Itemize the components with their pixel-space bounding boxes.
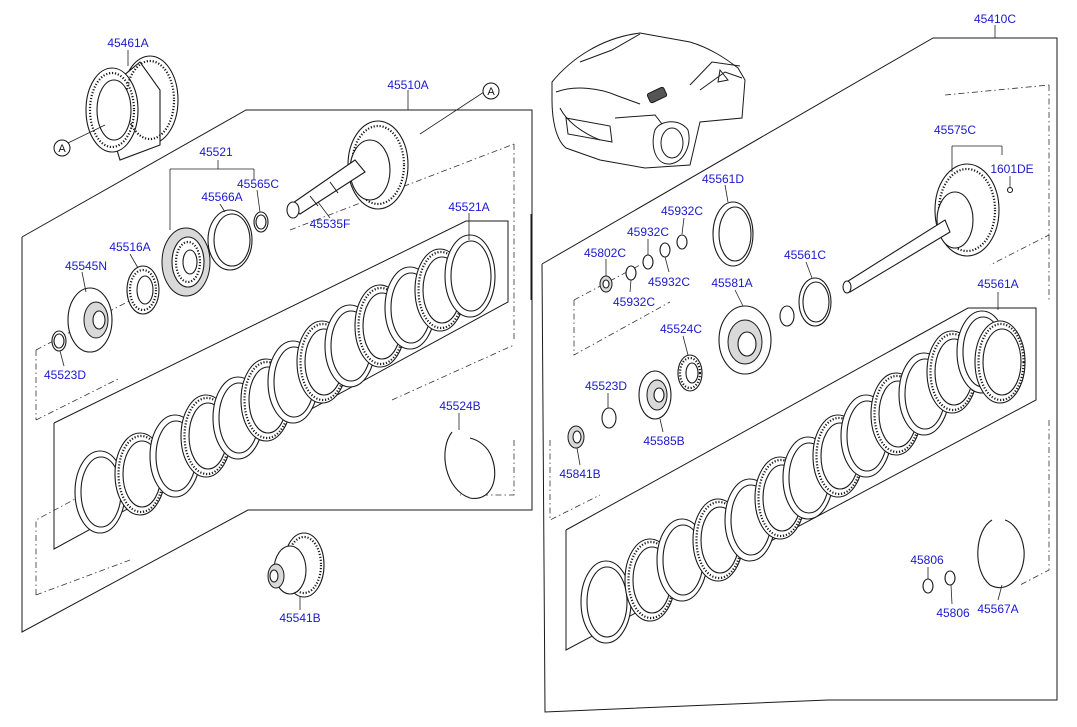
right-assembly-frame xyxy=(541,37,1058,713)
part-45561C-ring[interactable] xyxy=(779,277,832,327)
label-45581A[interactable]: 45581A xyxy=(711,276,752,290)
label-45410C[interactable]: 45410C xyxy=(974,12,1016,26)
part-45932C-o-rings[interactable] xyxy=(625,234,688,281)
label-45521A[interactable]: 45521A xyxy=(448,200,489,214)
part-45541B-sun-gear[interactable] xyxy=(267,532,325,598)
label-45566A[interactable]: 45566A xyxy=(201,190,242,204)
part-45535F-input-shaft-drum[interactable] xyxy=(286,120,409,219)
label-45524C[interactable]: 45524C xyxy=(660,322,702,336)
vehicle-illustration xyxy=(551,32,746,169)
label-45461A[interactable]: 45461A xyxy=(107,36,148,50)
label-45806-a[interactable]: 45806 xyxy=(910,553,944,567)
part-45575C-output-shaft[interactable] xyxy=(842,163,1014,294)
label-45535F[interactable]: 45535F xyxy=(310,217,351,231)
part-45461A-clutch-drum[interactable] xyxy=(85,55,179,161)
part-45521-piston[interactable] xyxy=(161,227,211,297)
label-45545N[interactable]: 45545N xyxy=(65,259,107,273)
part-45565C-ring[interactable] xyxy=(253,211,269,233)
label-45932C-c[interactable]: 45932C xyxy=(648,275,690,289)
label-45561A[interactable]: 45561A xyxy=(977,277,1018,291)
label-45575C[interactable]: 45575C xyxy=(934,123,976,137)
part-45524C-bearing[interactable] xyxy=(677,354,703,392)
leader-lines xyxy=(59,25,1011,610)
part-45524B-snap-ring[interactable] xyxy=(444,431,496,499)
label-45541B[interactable]: 45541B xyxy=(279,611,320,625)
svg-text:A: A xyxy=(487,86,495,98)
part-45523D-left-ring[interactable] xyxy=(51,330,67,352)
label-45521[interactable]: 45521 xyxy=(199,145,233,159)
label-45510A[interactable]: 45510A xyxy=(387,78,428,92)
part-45566A-snap-ring[interactable] xyxy=(207,209,253,271)
part-45841B-washer[interactable] xyxy=(567,425,585,449)
label-45806-b[interactable]: 45806 xyxy=(936,606,970,620)
label-45841B[interactable]: 45841B xyxy=(559,467,600,481)
label-45932C-b[interactable]: 45932C xyxy=(627,225,669,239)
part-45516A-bearing[interactable] xyxy=(126,265,160,315)
label-45565C[interactable]: 45565C xyxy=(237,177,279,191)
part-45806-o-rings[interactable] xyxy=(922,570,956,594)
label-45523D-right[interactable]: 45523D xyxy=(585,379,627,393)
label-45561C[interactable]: 45561C xyxy=(784,248,826,262)
label-45567A[interactable]: 45567A xyxy=(977,602,1018,616)
label-45516A[interactable]: 45516A xyxy=(109,240,150,254)
reference-mark-a-right: A xyxy=(482,82,500,100)
part-number-labels: 45461A 45510A 45521 45565C 45566A 45535F… xyxy=(44,12,1034,625)
part-45567A-snap-ring[interactable] xyxy=(977,519,1025,589)
part-45561D-ring[interactable] xyxy=(712,201,754,267)
label-45523D-left[interactable]: 45523D xyxy=(44,368,86,382)
label-45802C[interactable]: 45802C xyxy=(584,246,626,260)
label-1601DE[interactable]: 1601DE xyxy=(990,162,1033,176)
part-45523D-right-ring[interactable] xyxy=(601,407,617,429)
label-45585B[interactable]: 45585B xyxy=(643,434,684,448)
label-45932C-a[interactable]: 45932C xyxy=(661,204,703,218)
label-45524B[interactable]: 45524B xyxy=(439,399,480,413)
part-45545N-hub[interactable] xyxy=(67,287,113,353)
label-45561D[interactable]: 45561D xyxy=(702,172,744,186)
part-45585B-hub[interactable] xyxy=(638,370,672,420)
right-clutch-plate-pack[interactable] xyxy=(580,310,1027,644)
part-45581A-piston[interactable] xyxy=(718,305,772,375)
part-45802C-bushing[interactable] xyxy=(599,275,613,293)
label-45932C-d[interactable]: 45932C xyxy=(613,295,655,309)
reference-mark-a-left: A xyxy=(53,139,71,157)
svg-text:A: A xyxy=(58,143,66,155)
